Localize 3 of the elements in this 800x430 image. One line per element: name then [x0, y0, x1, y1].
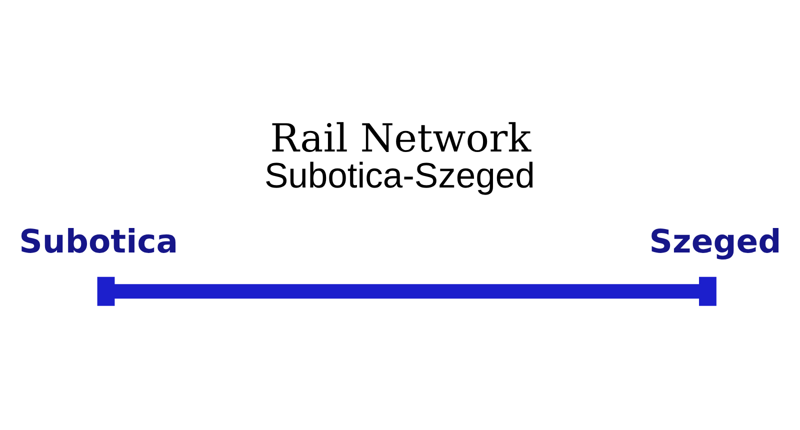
connector [97, 276, 716, 306]
node-text: Subotica [19, 222, 178, 260]
node-text: Szeged [649, 222, 782, 260]
